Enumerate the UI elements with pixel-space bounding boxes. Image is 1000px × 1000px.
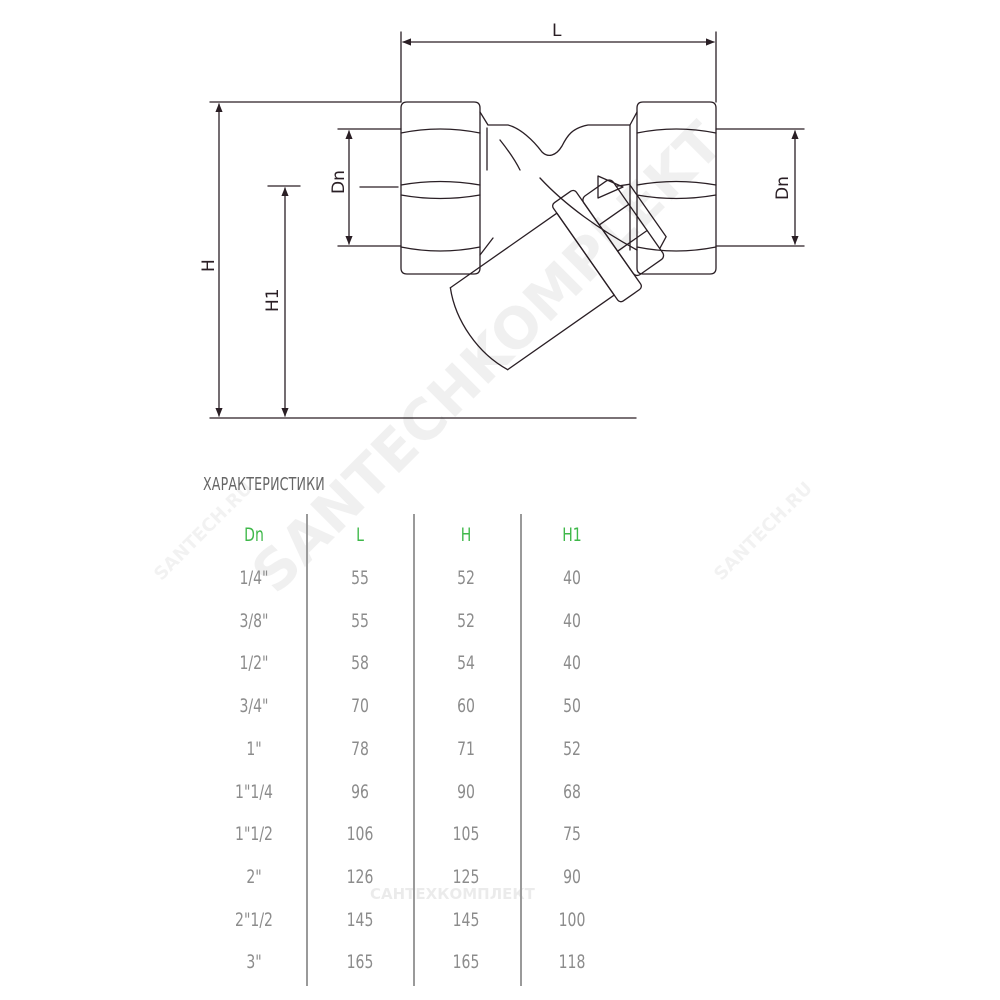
table-cell: 118 (558, 951, 586, 974)
valve-body (479, 111, 638, 256)
table-cell: 1/2" (239, 652, 269, 675)
table-cell: 52 (457, 567, 475, 589)
table-cell: 2" (246, 865, 262, 888)
table-cell: 126 (346, 865, 374, 888)
left-hex-nut (400, 101, 481, 275)
table-cell: 58 (351, 652, 369, 675)
column-header-h1: H1 (562, 524, 582, 546)
table-cell: 52 (563, 737, 581, 760)
column-divider (306, 514, 308, 986)
table-cell: 55 (351, 567, 369, 589)
dim-label-h1: H1 (263, 288, 283, 312)
table-cell: 50 (563, 695, 581, 718)
table-cell: 90 (457, 780, 475, 803)
dim-label-l: L (552, 21, 562, 41)
table-cell: 125 (452, 865, 480, 888)
table-cell: 105 (452, 823, 480, 846)
table-cell: 78 (351, 737, 369, 760)
column-divider (520, 514, 522, 986)
table-cell: 54 (457, 652, 475, 675)
table-cell: 106 (346, 823, 374, 846)
table-cell: 71 (457, 737, 475, 760)
table-cell: 40 (563, 609, 581, 632)
table-cell: 1"1/2 (235, 823, 273, 846)
table-cell: 60 (457, 695, 475, 718)
table-cell: 145 (346, 908, 374, 931)
table-cell: 90 (563, 865, 581, 888)
table-cell: 68 (563, 780, 581, 803)
table-cell: 40 (563, 652, 581, 675)
table-cell: 52 (457, 609, 475, 632)
strainer-drawing: L H H1 Dn Dn (199, 21, 805, 419)
dim-label-h: H (199, 259, 219, 272)
dim-label-dn-left: Dn (329, 170, 349, 194)
table-cell: 3/4" (239, 695, 269, 718)
column-divider (413, 514, 415, 986)
table-cell: 3" (246, 951, 262, 974)
table-cell: 75 (563, 823, 581, 846)
strainer-branch (449, 179, 667, 371)
table-cell: 96 (351, 780, 369, 803)
specifications-title: ХАРАКТЕРИСТИКИ (203, 474, 325, 495)
column-header-dn: Dn (244, 524, 264, 546)
table-cell: 165 (346, 951, 374, 974)
table-cell: 70 (351, 695, 369, 718)
table-cell: 100 (558, 908, 586, 931)
dim-label-dn-right: Dn (773, 176, 793, 200)
table-cell: 3/8" (239, 609, 269, 632)
table-cell: 1/4" (239, 567, 269, 589)
table-cell: 1"1/4 (235, 780, 273, 803)
table-cell: 145 (452, 908, 480, 931)
table-cell: 1" (246, 737, 262, 760)
column-header-h: H (460, 524, 472, 546)
table-cell: 165 (452, 951, 480, 974)
column-header-l: L (356, 524, 364, 546)
right-hex-nut (636, 101, 717, 275)
table-cell: 2"1/2 (235, 908, 273, 931)
table-cell: 40 (563, 567, 581, 589)
table-cell: 55 (351, 609, 369, 632)
